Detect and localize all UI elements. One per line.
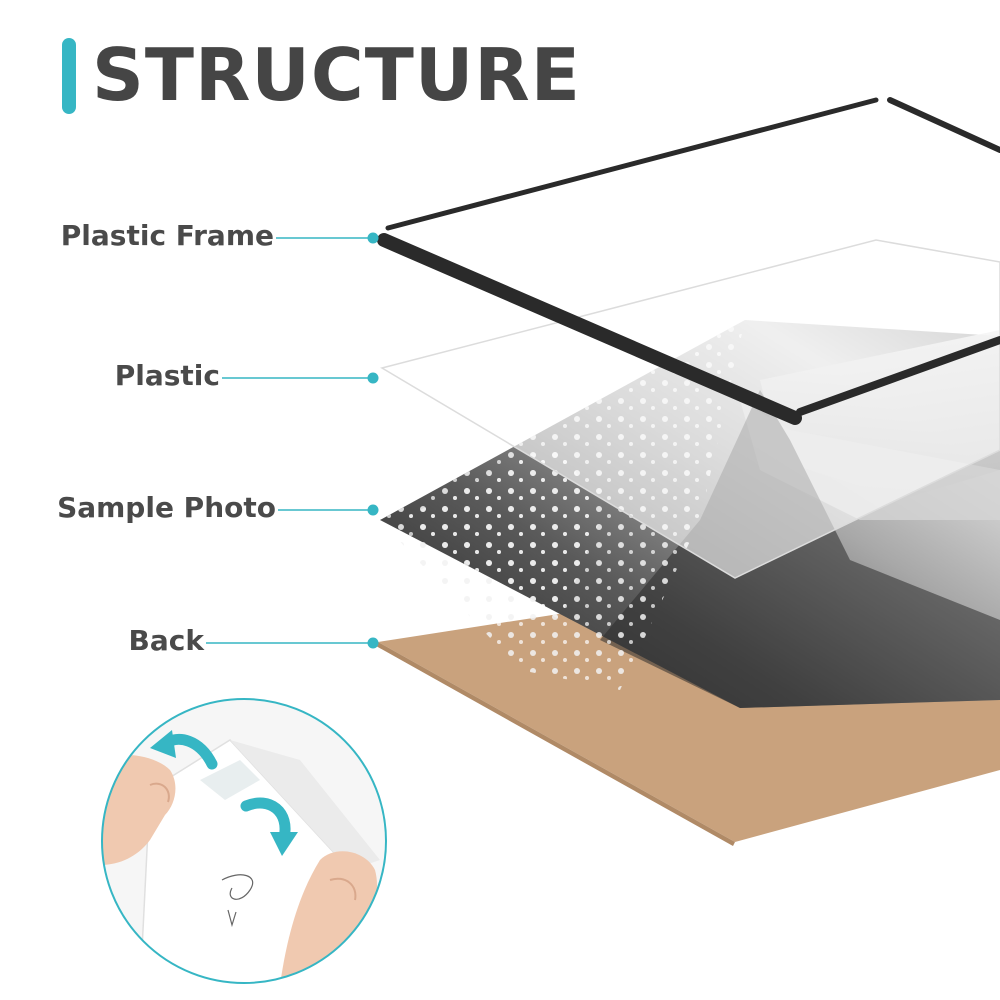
plastic-sheet <box>380 239 1000 579</box>
curved-arrow-icon <box>240 797 298 856</box>
title-accent-bar <box>62 38 76 114</box>
leader-frame <box>276 232 379 244</box>
film-removal-inset <box>101 698 387 984</box>
label-plastic: Plastic <box>114 359 220 392</box>
leader-plastic <box>222 372 379 384</box>
back-board-edge <box>376 642 735 846</box>
label-sample-photo: Sample Photo <box>57 491 276 524</box>
leader-back <box>206 637 379 649</box>
curved-arrow-icon <box>150 730 218 770</box>
scribble-mark <box>221 874 254 928</box>
page-title: STRUCTURE <box>92 33 581 117</box>
label-plastic-frame: Plastic Frame <box>60 219 274 252</box>
label-back: Back <box>128 624 204 657</box>
plastic-frame <box>377 97 1000 425</box>
leader-photo <box>278 504 379 516</box>
hand-icon <box>102 754 176 865</box>
hand-icon <box>280 851 378 983</box>
